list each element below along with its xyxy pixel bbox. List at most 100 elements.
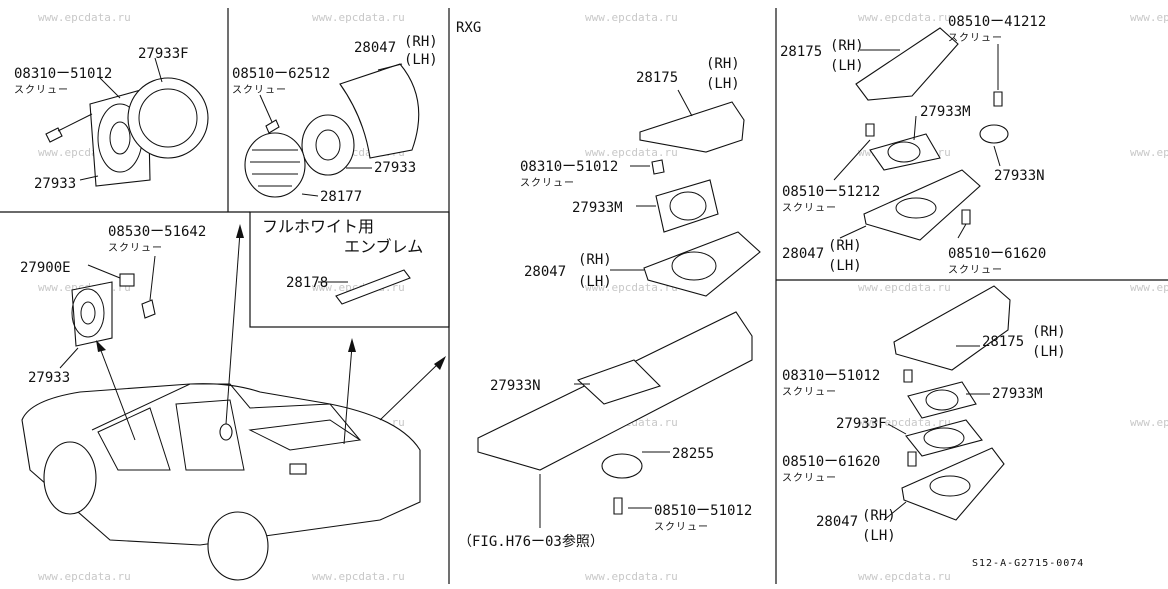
housing-opening (929, 475, 971, 497)
watermark: www.epcdata.ru (1130, 146, 1168, 159)
gasket-27933F (127, 77, 209, 159)
panel-rxg: RXG 28175 (RH) (LH) 08310ー51012 スクリュー 27… (456, 20, 761, 550)
watermark: www.epcdata.ru (1130, 11, 1168, 24)
side-lh: (LH) (706, 76, 740, 92)
screw-icon (903, 369, 913, 383)
part-number: 27933F (138, 46, 189, 62)
part-number: 27933 (34, 176, 76, 192)
screw-label: スクリュー (782, 472, 837, 484)
screw-label: スクリュー (782, 202, 837, 214)
watermark: www.epcdata.ru (38, 11, 131, 24)
cover-28175 (893, 285, 1011, 371)
side-lh: (LH) (404, 52, 438, 68)
part-number: 27900E (20, 260, 71, 276)
part-number: 27933N (994, 168, 1045, 184)
watermark: www.epcdata.ru (585, 570, 678, 583)
rxg-label: RXG (456, 20, 481, 36)
shelf-speaker-marker (289, 463, 307, 475)
part-number: 28047 (816, 514, 858, 530)
part-number: 27933M (572, 200, 623, 216)
side-rh: (RH) (578, 252, 612, 268)
screw-label: スクリュー (948, 264, 1003, 276)
watermark: www.epcdata.ru (312, 11, 405, 24)
side-rh: (RH) (828, 238, 862, 254)
screw-icon (613, 497, 623, 515)
housing-opening (671, 251, 717, 281)
part-number: 08510ー62512 (232, 66, 330, 82)
speaker-cone (80, 301, 96, 325)
part-number: 08530ー51642 (108, 224, 206, 240)
arrow-line (343, 345, 353, 445)
part-number: 08310ー51012 (14, 66, 112, 82)
car-front-wheel (43, 441, 97, 515)
panel-front-door-speaker: 08310ー51012 スクリュー 27933F 27933 (14, 46, 209, 192)
section-dividers (0, 8, 1168, 584)
side-rh: (RH) (1032, 324, 1066, 340)
grille-mesh (250, 149, 300, 187)
arrow-head-icon (236, 224, 244, 238)
speaker-location-marker (219, 423, 233, 441)
gasket-inner (138, 88, 198, 148)
screw-icon (45, 127, 63, 143)
cover-28175 (855, 27, 959, 101)
part-number: 08510ー51212 (782, 184, 880, 200)
speaker-cone (925, 389, 959, 411)
part-number: 08510ー51012 (654, 503, 752, 519)
tweeter-27933N (979, 124, 1009, 144)
housing-28047 (643, 231, 761, 297)
car-door-window (97, 407, 171, 471)
gasket-inner (923, 427, 965, 449)
gasket-27933F (905, 419, 983, 457)
part-number: 27933M (992, 386, 1043, 402)
watermark: www.epcdata.ru (585, 146, 678, 159)
watermark: www.epcdata.ru (312, 570, 405, 583)
screw-label: スクリュー (654, 521, 709, 533)
arrow-line (379, 361, 441, 421)
part-number: 27933 (28, 370, 70, 386)
part-number: 28178 (286, 275, 328, 291)
screw-label: スクリュー (520, 177, 575, 189)
watermark: www.epcdata.ru (858, 416, 951, 429)
watermark: www.epcdata.ru (858, 570, 951, 583)
part-number: 28175 (982, 334, 1024, 350)
part-number: 28177 (320, 189, 362, 205)
emblem-title: フルホワイト用 (262, 217, 374, 236)
watermark: www.epcdata.ru (1130, 416, 1168, 429)
speaker-27933M (869, 133, 941, 171)
watermark: www.epcdata.ru (38, 570, 131, 583)
housing-28047 (901, 447, 1005, 521)
screw-icon (141, 299, 156, 319)
panel-lower-right: 28175 (RH) (LH) 08310ー51012 スクリュー 27933M… (782, 285, 1066, 544)
part-number: 08310ー51012 (782, 368, 880, 384)
arrow-line (99, 347, 136, 441)
car-rear-window (175, 399, 245, 471)
screw-icon (993, 91, 1003, 107)
screw-label: スクリュー (948, 32, 1003, 44)
watermark: www.epcdata.ru (858, 11, 951, 24)
side-rh: (RH) (706, 56, 740, 72)
figure-reference: （FIG.H76ー03参照） (458, 533, 604, 550)
emblem-subtitle: エンブレム (344, 237, 423, 256)
housing-28047 (863, 169, 981, 241)
watermark: www.epcdata.ru (858, 281, 951, 294)
part-number: 28175 (636, 70, 678, 86)
speaker-cone (71, 288, 105, 338)
part-number: 28047 (782, 246, 824, 262)
speaker-cone (669, 191, 707, 221)
arrow-head-icon (96, 340, 106, 352)
speaker-cone (315, 129, 341, 161)
car-rear-wheel (207, 511, 269, 581)
screw-icon (961, 209, 971, 225)
side-rh: (RH) (404, 34, 438, 50)
arrow-line (225, 231, 241, 425)
part-number: 27933 (374, 160, 416, 176)
side-rh: (RH) (830, 38, 864, 54)
part-number: 08310ー51012 (520, 159, 618, 175)
cover-28175 (639, 101, 745, 153)
clip-27900E (119, 273, 135, 287)
panel-upper-right: 28175 (RH) (LH) 08510ー41212 スクリュー 27933M… (780, 14, 1046, 276)
side-lh: (LH) (862, 528, 896, 544)
part-number: 08510ー61620 (948, 246, 1046, 262)
